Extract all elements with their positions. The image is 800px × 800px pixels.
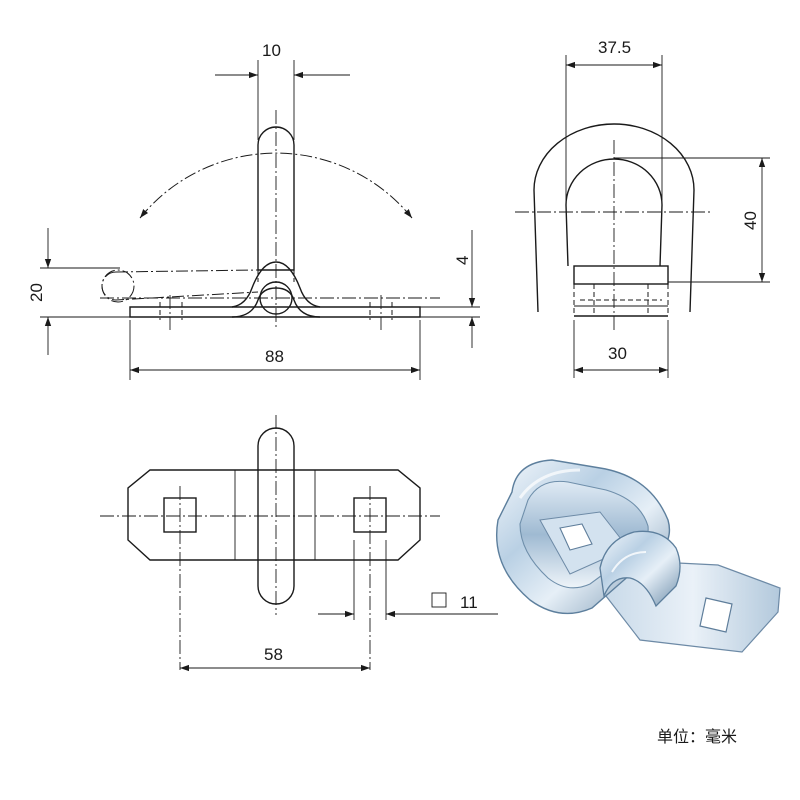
dim-hole-size: 11 [460, 593, 478, 612]
dim-front-thickness: 4 [453, 256, 472, 265]
side-view: 37.5 40 30 [515, 38, 770, 378]
dim-front-height: 20 [27, 283, 46, 302]
dim-side-height: 40 [741, 211, 760, 230]
dim-front-length: 88 [265, 347, 284, 366]
dim-front-width: 10 [262, 41, 281, 60]
top-view: 11 58 [100, 415, 498, 672]
dim-side-width: 37.5 [598, 38, 631, 57]
product-render [496, 459, 781, 653]
square-symbol-icon [431, 592, 447, 608]
unit-label: 单位：毫米 [657, 727, 737, 746]
front-view: 10 20 4 88 [27, 41, 480, 380]
dim-top-spacing: 58 [264, 645, 283, 664]
dim-side-base: 30 [608, 344, 627, 363]
